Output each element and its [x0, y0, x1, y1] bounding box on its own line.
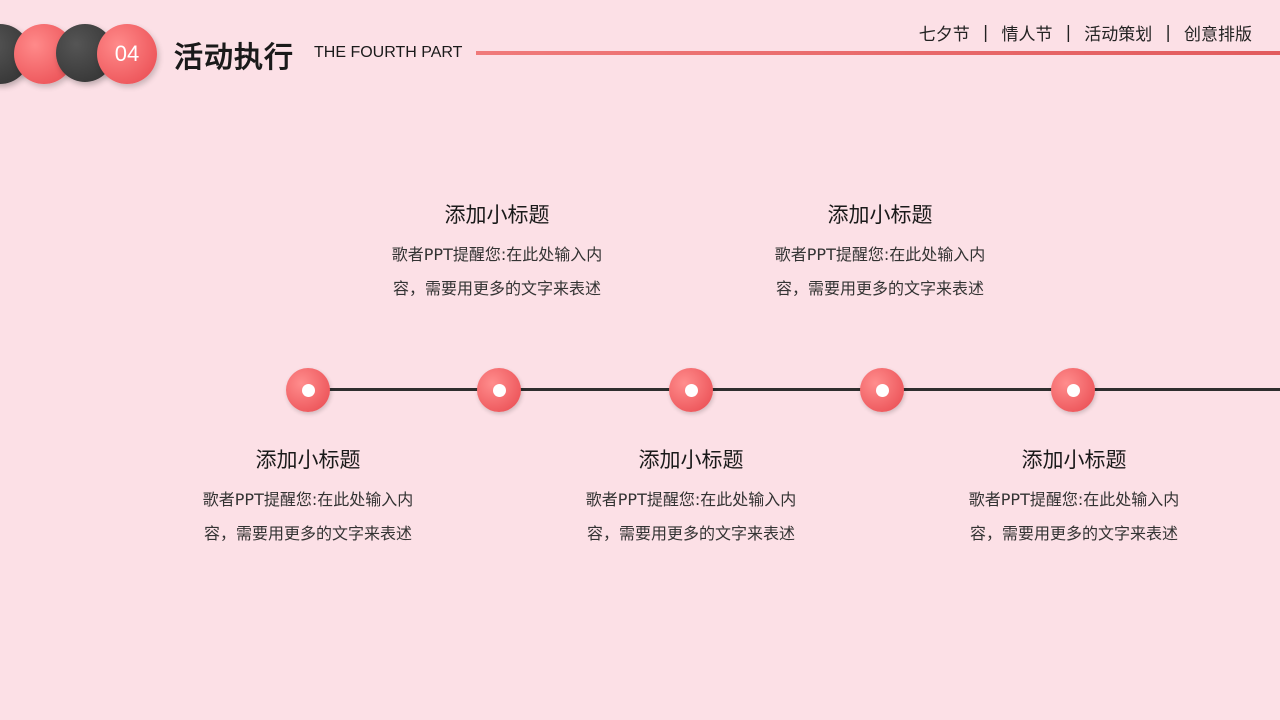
text-line: 容，需要用更多的文字来表述: [203, 524, 412, 543]
timeline-node-center: [684, 383, 698, 397]
timeline-item-text: 歌者PPT提醒您:在此处输入内 容，需要用更多的文字来表述: [566, 483, 816, 551]
nav-item-qixi: 七夕节: [918, 25, 970, 45]
section-number: 04: [114, 41, 140, 66]
nav-item-planning: 活动策划: [1084, 25, 1153, 45]
timeline-line: [308, 388, 1280, 391]
text-line: 歌者PPT提醒您:在此处输入内: [391, 245, 603, 264]
timeline-node-center: [875, 383, 889, 397]
timeline-node-center: [492, 383, 506, 397]
timeline-node: [477, 368, 521, 412]
section-number-badge: 04: [97, 24, 157, 84]
timeline-item-text: 歌者PPT提醒您:在此处输入内 容，需要用更多的文字来表述: [372, 238, 622, 306]
text-line: 容，需要用更多的文字来表述: [586, 524, 795, 543]
nav-item-layout: 创意排版: [1184, 25, 1252, 45]
text-line: 歌者PPT提醒您:在此处输入内: [968, 490, 1180, 509]
page-subtitle: THE FOURTH PART: [314, 44, 463, 61]
timeline-node: [286, 368, 330, 412]
timeline-node-center: [1066, 383, 1080, 397]
timeline-item: 添加小标题 歌者PPT提醒您:在此处输入内 容，需要用更多的文字来表述: [372, 199, 622, 306]
timeline-item-text: 歌者PPT提醒您:在此处输入内 容，需要用更多的文字来表述: [949, 483, 1199, 551]
timeline-item-title: 添加小标题: [255, 448, 361, 472]
nav-item-valentine: 情人节: [1001, 25, 1053, 45]
timeline-item-title: 添加小标题: [638, 448, 744, 472]
timeline-node: [1051, 368, 1095, 412]
text-line: 歌者PPT提醒您:在此处输入内: [774, 245, 986, 264]
text-line: 歌者PPT提醒您:在此处输入内: [585, 490, 797, 509]
nav-separator: |: [982, 22, 989, 43]
text-line: 歌者PPT提醒您:在此处输入内: [202, 490, 414, 509]
text-line: 容，需要用更多的文字来表述: [969, 524, 1178, 543]
top-nav: 七夕节 | 情人节 | 活动策划 | 创意排版: [918, 20, 1252, 46]
timeline-item-title: 添加小标题: [827, 203, 933, 227]
timeline-item: 添加小标题 歌者PPT提醒您:在此处输入内 容，需要用更多的文字来表述: [183, 444, 433, 551]
timeline-node-center: [301, 383, 315, 397]
timeline-item-title: 添加小标题: [444, 203, 550, 227]
header-divider: [476, 51, 1280, 55]
text-line: 容，需要用更多的文字来表述: [775, 279, 984, 298]
timeline-item: 添加小标题 歌者PPT提醒您:在此处输入内 容，需要用更多的文字来表述: [949, 444, 1199, 551]
nav-separator: |: [1165, 22, 1171, 43]
page-title: 活动执行: [174, 40, 295, 74]
timeline-item-text: 歌者PPT提醒您:在此处输入内 容，需要用更多的文字来表述: [755, 238, 1005, 306]
timeline-node: [860, 368, 904, 412]
timeline-item: 添加小标题 歌者PPT提醒您:在此处输入内 容，需要用更多的文字来表述: [566, 444, 816, 551]
nav-separator: |: [1065, 22, 1072, 43]
timeline-item-text: 歌者PPT提醒您:在此处输入内 容，需要用更多的文字来表述: [183, 483, 433, 551]
timeline-item: 添加小标题 歌者PPT提醒您:在此处输入内 容，需要用更多的文字来表述: [755, 199, 1005, 306]
timeline-item-title: 添加小标题: [1021, 448, 1127, 472]
text-line: 容，需要用更多的文字来表述: [392, 279, 601, 298]
timeline-node: [669, 368, 713, 412]
